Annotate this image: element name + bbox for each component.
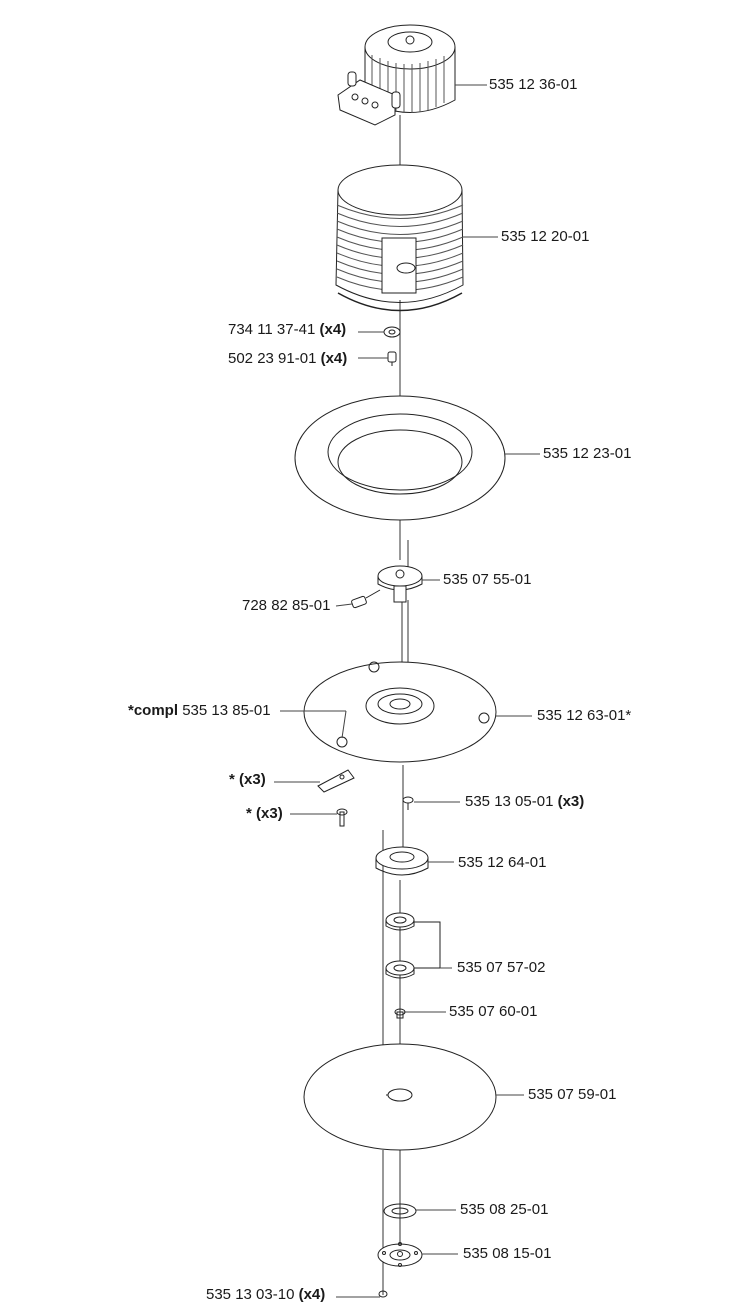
- screw-mid-part: [402, 796, 414, 810]
- label-flange: 535 08 15-01: [463, 1245, 551, 1263]
- part-quantity: (x4): [320, 350, 348, 367]
- bearings-part: [385, 912, 441, 979]
- label-motor-housing: 535 12 20-01: [501, 228, 589, 246]
- blade-disc-part: [303, 661, 497, 763]
- part-number: 502 23 91-01: [228, 350, 317, 367]
- label-motor: 535 12 36-01: [489, 76, 577, 94]
- part-number: 535 12 20-01: [501, 228, 590, 245]
- blade-screw-part: [336, 808, 348, 827]
- label-spacer: 535 07 60-01: [449, 1003, 537, 1021]
- leader-lines: [274, 84, 540, 1298]
- part-quantity: (x3): [557, 793, 585, 810]
- hub-part: [377, 565, 423, 603]
- blade-part: [317, 769, 355, 793]
- part-number: 535 08 15-01: [463, 1245, 552, 1262]
- part-number: 535 12 64-01: [458, 854, 547, 871]
- ring-plate-part: [294, 395, 506, 521]
- label-blade-disc-assembly: *compl 535 13 85-01: [128, 702, 271, 720]
- label-blade: * (x3): [229, 771, 266, 789]
- washer-small-part: [383, 326, 401, 338]
- part-quantity: (x3): [256, 805, 283, 822]
- part-number: 734 11 37-41: [228, 321, 316, 338]
- part-number: 535 07 55-01: [443, 571, 532, 588]
- part-number: 535 07 60-01: [449, 1003, 538, 1020]
- part-number: 728 82 85-01: [242, 597, 331, 614]
- motor-housing-part: [335, 164, 464, 312]
- part-number: 535 13 85-01: [182, 702, 271, 719]
- part-number: *: [229, 771, 235, 788]
- label-skid-plate: 535 07 59-01: [528, 1086, 616, 1104]
- washer-large-part: [383, 1203, 417, 1219]
- part-number: 535 07 59-01: [528, 1086, 617, 1103]
- part-quantity: (x4): [319, 321, 347, 338]
- label-hub: 535 07 55-01: [443, 571, 531, 589]
- skid-plate-part: [303, 1043, 497, 1151]
- label-bottom-screw: 535 13 03-10 (x4): [206, 1286, 325, 1304]
- part-quantity: (x4): [298, 1286, 326, 1303]
- part-number: 535 12 63-01*: [537, 707, 632, 724]
- part-number: 535 13 05-01: [465, 793, 554, 810]
- part-number: 535 07 57-02: [457, 959, 546, 976]
- label-bearing-housing: 535 12 64-01: [458, 854, 546, 872]
- part-number: *: [246, 805, 252, 822]
- bearing-housing-part: [375, 846, 429, 876]
- label-washer-small: 734 11 37-41 (x4): [228, 321, 346, 339]
- label-ring-plate: 535 12 23-01: [543, 445, 631, 463]
- label-screw-mid: 535 13 05-01 (x3): [465, 793, 584, 811]
- label-blade-screw: * (x3): [246, 805, 283, 823]
- label-bearings: 535 07 57-02: [457, 959, 545, 977]
- motor-part: [337, 24, 456, 126]
- set-screw-part: [351, 589, 381, 609]
- label-washer-large: 535 08 25-01: [460, 1201, 548, 1219]
- flange-part: [377, 1242, 423, 1267]
- part-prefix: *compl: [128, 702, 179, 719]
- part-number: 535 08 25-01: [460, 1201, 549, 1218]
- label-set-screw: 728 82 85-01: [242, 597, 330, 615]
- part-number: 535 12 36-01: [489, 76, 578, 93]
- screw-small-part: [387, 351, 397, 366]
- part-quantity: (x3): [239, 771, 266, 788]
- part-number: 535 12 23-01: [543, 445, 632, 462]
- bottom-screw-part: [378, 1290, 388, 1298]
- label-blade-disc: 535 12 63-01*: [537, 707, 631, 725]
- part-number: 535 13 03-10: [206, 1286, 295, 1303]
- label-screw-small: 502 23 91-01 (x4): [228, 350, 347, 368]
